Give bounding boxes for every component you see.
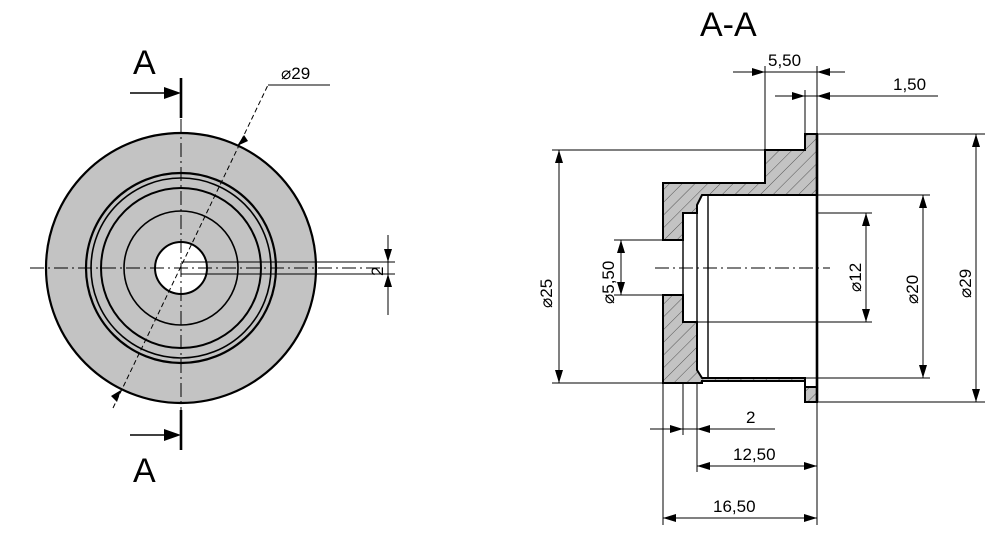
dim-12-50-label: 12,50 xyxy=(733,445,776,464)
dim-h-16-50-arrow-left xyxy=(663,514,676,522)
dim-v-29-arrow-top xyxy=(972,134,980,147)
dim-h-5-50-arrow-right xyxy=(817,68,830,76)
dim-v-25-arrow-top xyxy=(555,150,563,163)
dim-h-16-50-arrow-right xyxy=(804,514,817,522)
section-marker-bottom: A xyxy=(133,452,156,490)
dia25-label: ⌀25 xyxy=(537,279,556,308)
offset-arrow-bottom xyxy=(384,274,392,287)
dim-2-label: 2 xyxy=(746,408,755,427)
section-view: A-A ⌀25 ⌀5,50 xyxy=(537,6,985,525)
dia20-label: ⌀20 xyxy=(903,275,922,304)
offset-2-label: 2 xyxy=(368,267,387,276)
dim-h-12-50-arrow-left xyxy=(697,462,710,470)
dia29-arrow-top xyxy=(237,135,248,146)
dia12-label: ⌀12 xyxy=(846,263,865,292)
dim-h-2-arrow-right xyxy=(697,425,710,433)
section-marker-top: A xyxy=(133,44,156,82)
section-hatch-lower xyxy=(662,294,818,403)
dim-1-50-label: 1,50 xyxy=(893,75,926,94)
section-arrow-bottom-head xyxy=(164,429,181,441)
dim-v-55-arrow-top xyxy=(617,240,625,253)
front-view: ⌀29 2 A A xyxy=(30,44,395,490)
section-arrow-top-head xyxy=(164,87,181,99)
dim-16-50-label: 16,50 xyxy=(713,497,756,516)
dim-v-12-arrow-bot xyxy=(862,309,870,322)
dim-h-5-50-arrow-left xyxy=(752,68,765,76)
dim-v-29-arrow-bot xyxy=(972,389,980,402)
dim-v-25-arrow-bot xyxy=(555,370,563,383)
dim-h-1-50-arrow-left xyxy=(792,92,805,100)
dim-5-50-label: 5,50 xyxy=(768,51,801,70)
dim-h-2-arrow-left xyxy=(670,425,683,433)
dim-h-12-50-arrow-right xyxy=(804,462,817,470)
offset-arrow-top xyxy=(384,249,392,262)
dim-h-1-50-arrow-right xyxy=(817,92,830,100)
dia29-section-label: ⌀29 xyxy=(956,269,975,298)
dim-v-12-arrow-top xyxy=(862,213,870,226)
dim-v-20-arrow-top xyxy=(919,195,927,208)
dia29-arrow-bottom xyxy=(111,390,121,402)
dim-v-55-arrow-bot xyxy=(617,282,625,295)
dim-v-20-arrow-bot xyxy=(919,365,927,378)
dia5-50-label: ⌀5,50 xyxy=(599,261,618,304)
section-title: A-A xyxy=(700,6,757,44)
dia29-label: ⌀29 xyxy=(281,64,310,83)
